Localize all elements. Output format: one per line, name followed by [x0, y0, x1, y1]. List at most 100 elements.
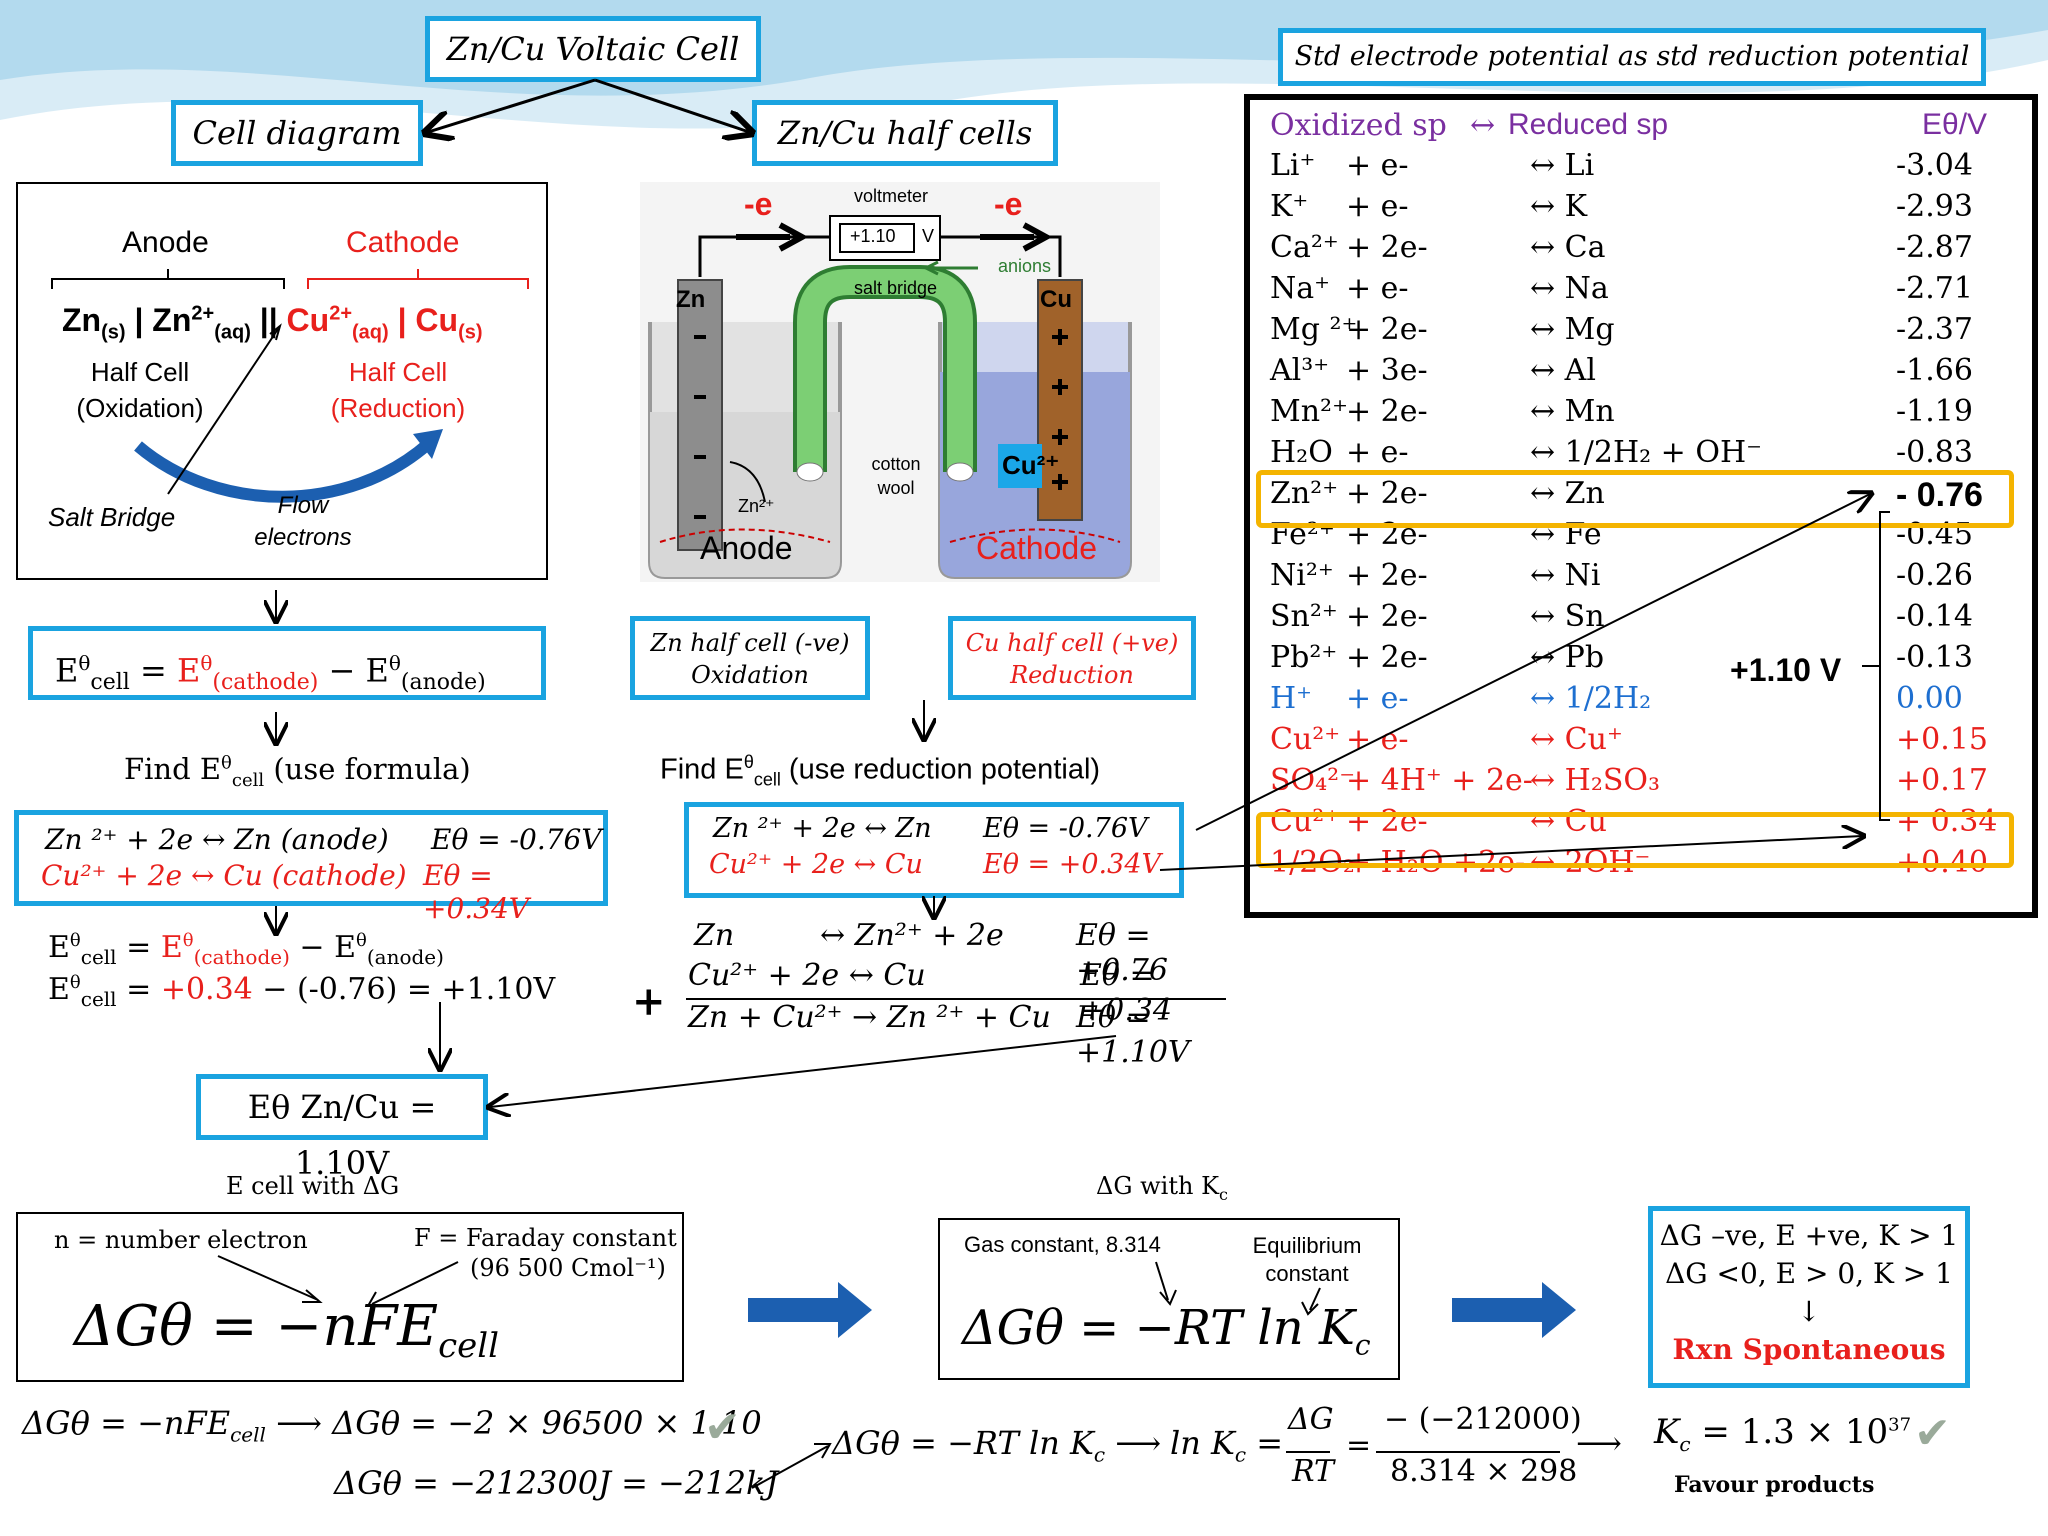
row-v: -1.19: [1896, 394, 1973, 429]
salt-bridge-tag: salt bridge: [854, 278, 938, 298]
calc-k-arrow-1: ⟶: [1115, 1424, 1162, 1462]
table-row: 1/2O₂+ H₂O +2e-↔ 2OH⁻+0.40: [1270, 845, 2030, 885]
row-v: -2.93: [1896, 189, 1973, 224]
row-red: ↔ Mg: [1530, 312, 1615, 347]
ecell-calc-2: Eθcell = +0.34 − (-0.76) = +1.10V: [48, 972, 556, 1011]
calc-k-arrow-2: ⟶: [1576, 1424, 1622, 1462]
table-row: Sn²⁺+ 2e-↔ Sn-0.14: [1270, 599, 2030, 639]
table-row: H₂O+ e-↔ 1/2H₂ + OH⁻-0.83: [1270, 435, 2030, 475]
row-red: ↔ Na: [1530, 271, 1609, 306]
half-cell-red: Half Cell (Reduction): [308, 354, 488, 426]
sum-block: Zn ↔ Zn²⁺ + 2e Eθ = +0.76 Cu²⁺ + 2e ↔ Cu…: [686, 912, 1246, 1070]
left-eq-2a: Cu²⁺ + 2e ↔ Cu (cathode): [41, 859, 407, 892]
row-red: ↔ 1/2H₂: [1530, 681, 1652, 716]
calc2-cell: cell: [80, 987, 117, 1011]
row-ox: Al³⁺: [1270, 353, 1330, 388]
dg-e-title: E cell with ΔG: [226, 1172, 400, 1200]
table-row: Na⁺+ e-↔ Na-2.71: [1270, 271, 2030, 311]
potential-table: Oxidized sp ↔ Reduced sp Eθ/V Li⁺+ e-↔ L…: [1244, 94, 2038, 918]
row-e: + 2e-: [1346, 230, 1428, 265]
head-arrow: ↔: [1470, 108, 1496, 143]
apparatus-drawing: [648, 215, 1132, 579]
zn-half-cell-1: Zn half cell (-ve): [650, 629, 850, 657]
calc-ln-k: ln Kc =: [1170, 1424, 1283, 1466]
frac-eq: =: [1346, 1428, 1372, 1463]
k-sub: c: [1679, 1431, 1691, 1456]
row-ox: Zn²⁺: [1270, 476, 1339, 511]
check-mark-1: ✔: [704, 1402, 741, 1453]
k-label-2: constant: [1265, 1261, 1349, 1286]
row-v: -0.13: [1896, 640, 1973, 675]
row-v: -0.45: [1896, 517, 1973, 552]
std-potential-title-text: Std electrode potential as std reduction…: [1294, 41, 1970, 72]
calc1-cath: E: [160, 930, 183, 965]
row-red: ↔ Mn: [1530, 394, 1615, 429]
formula-cathode: (cathode): [212, 670, 319, 696]
calc-dg-2: ΔGθ = −2 × 96500 × 1.10: [332, 1404, 762, 1442]
row-red: ↔ Sn: [1530, 599, 1605, 634]
row-v: -0.83: [1896, 435, 1973, 470]
main-title-text: Zn/Cu Voltaic Cell: [446, 30, 740, 68]
notation-zn2: | Zn: [134, 302, 192, 338]
k-exp: 37: [1888, 1414, 1912, 1436]
find-ecell-right: Find Eθcell (use reduction potential): [660, 752, 1101, 790]
calc2-rest: − (-0.76) = +1.10V: [252, 972, 556, 1007]
dg-k-pointers: [1155, 1261, 1321, 1316]
dg-e-eq-sub: cell: [438, 1326, 500, 1367]
zn-half-cell-box: Zn half cell (-ve) Oxidation: [630, 616, 870, 700]
row-e: + 2e-: [1346, 476, 1428, 511]
head-red: Reduced sp: [1508, 108, 1669, 141]
calc1-minus: − E: [289, 930, 356, 965]
std-potential-title: Std electrode potential as std reduction…: [1278, 28, 1986, 86]
row-ox: Ca²⁺: [1270, 230, 1339, 265]
row-e: + e-: [1346, 189, 1409, 224]
row-ox: Fe²⁺: [1270, 517, 1335, 552]
half-cell-red-1: Half Cell: [348, 357, 448, 387]
f-label: F = Faraday constant: [414, 1224, 677, 1252]
cotton-label: cotton: [871, 454, 921, 474]
row-red: ↔ Cu: [1530, 804, 1607, 839]
head-ox: Oxidized sp: [1270, 108, 1447, 143]
row-red: ↔ Ca: [1530, 230, 1606, 265]
table-row: Ni²⁺+ 2e-↔ Ni-0.26: [1270, 558, 2030, 598]
cathode-label: Cathode: [346, 226, 460, 259]
formula-theta-cathode: θ: [200, 651, 213, 675]
calc1-eq: =: [116, 930, 161, 965]
left-equation-box: Zn ²⁺ + 2e ↔ Zn (anode) Eθ = -0.76V Cu²⁺…: [14, 810, 608, 925]
summary-line-2: ΔG <0, E > 0, K > 1: [1665, 1257, 1953, 1290]
row-ox: Cu²⁺: [1270, 804, 1341, 839]
anode-tag: Anode: [700, 530, 793, 566]
ln-k-sub: c: [1234, 1442, 1247, 1467]
k-text: K: [1654, 1412, 1680, 1452]
row-e: + H₂O +2e-: [1346, 845, 1526, 880]
ecell-formula-box: Eθcell = Eθ(cathode) − Eθ(anode): [28, 626, 546, 700]
row-v: -2.37: [1896, 312, 1973, 347]
formula-e-anode: E: [365, 651, 389, 690]
row-v: + 0.34: [1896, 804, 1998, 839]
right-eq-2b: Eθ = +0.34V: [983, 849, 1161, 880]
calc-k-1: ΔGθ = −RT ln Kc ⟶: [832, 1424, 1161, 1466]
half-cell-ox-1: Half Cell: [90, 357, 190, 387]
f-value: (96 500 Cmol⁻¹): [470, 1254, 666, 1282]
cu-half-cell-2: Reduction: [1010, 661, 1134, 689]
sum-r2a: Cu²⁺ + 2e ↔ Cu: [688, 958, 926, 993]
left-eq-2b: Eθ = +0.34V: [423, 859, 530, 925]
dg-k-title-sub: c: [1219, 1184, 1228, 1204]
notation-cu: | Cu: [397, 302, 459, 338]
frac1-num: ΔG: [1288, 1402, 1334, 1437]
table-row: Mn²⁺+ 2e-↔ Mn-1.19: [1270, 394, 2030, 434]
notation-zn: Zn: [62, 302, 102, 338]
calc-dg-3: ΔGθ = −212300J = −212kJ: [334, 1464, 779, 1502]
row-ox: Na⁺: [1270, 271, 1330, 306]
notation-cu2: Cu: [286, 302, 330, 338]
flow-label-2: electrons: [254, 524, 352, 551]
row-red: ↔ Al: [1530, 353, 1596, 388]
cell-notation: Zn(s) | Zn2+(aq) || Cu2+(aq) | Cu(s): [62, 302, 483, 344]
row-e: + 2e-: [1346, 517, 1428, 552]
calc1-cath-sub: (cathode): [193, 945, 290, 969]
dg-k-equation: ΔGθ = −RT ln Kc: [962, 1300, 1371, 1362]
row-v: - 0.76: [1896, 476, 1983, 514]
dg-k-title-text: ΔG with K: [1096, 1172, 1220, 1200]
row-red: ↔ Fe: [1530, 517, 1602, 552]
